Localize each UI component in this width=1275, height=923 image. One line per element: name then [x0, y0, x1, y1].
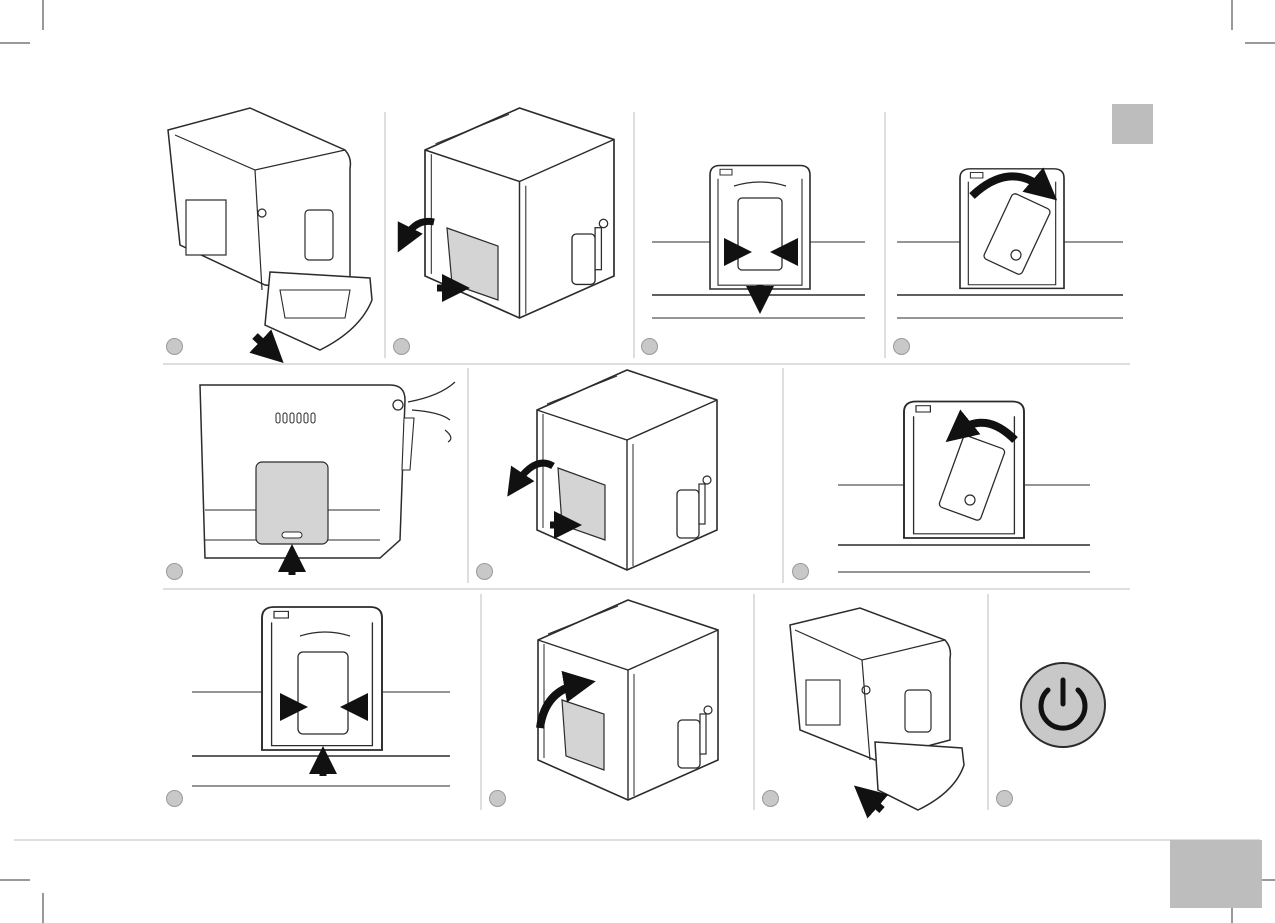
step-7-illustration	[838, 402, 1090, 573]
step-4-illustration	[897, 169, 1123, 318]
step-badge-10	[762, 790, 779, 807]
step-badge-7	[792, 563, 809, 580]
step-badge-5	[166, 563, 183, 580]
step-badge-9	[489, 790, 506, 807]
step-badge-4	[893, 338, 910, 355]
power-icon	[1021, 663, 1105, 747]
step-badge-2	[393, 338, 410, 355]
step-2-illustration	[404, 108, 614, 318]
step-badge-11	[996, 790, 1013, 807]
step-6-illustration	[515, 370, 717, 570]
step-5-illustration	[200, 382, 455, 575]
step-badge-6	[476, 563, 493, 580]
step-3-illustration	[652, 166, 865, 319]
step-8-illustration	[192, 607, 450, 786]
step-9-illustration	[538, 600, 718, 800]
step-10-illustration	[790, 608, 964, 810]
step-badge-3	[641, 338, 658, 355]
step-badge-1	[166, 338, 183, 355]
page-number-tab	[1170, 840, 1262, 908]
step-1-illustration	[168, 108, 372, 352]
step-badge-8	[166, 790, 183, 807]
section-tab-marker	[1112, 104, 1153, 144]
